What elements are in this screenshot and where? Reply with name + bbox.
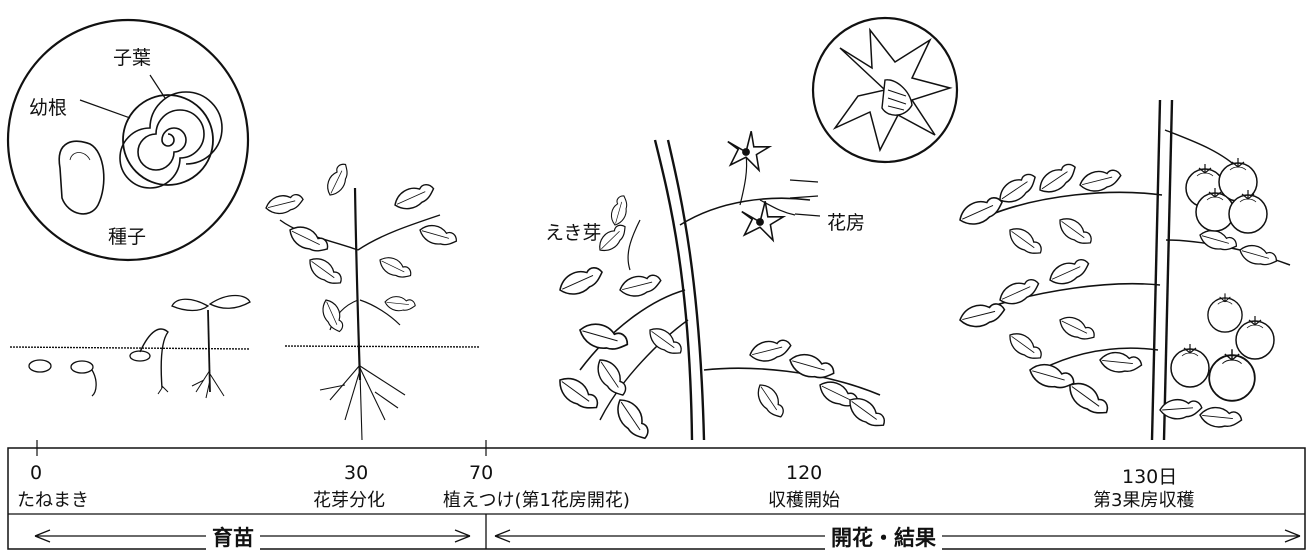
flowering-tomato-plant — [553, 130, 890, 446]
flower-cluster-label: 花房 — [827, 212, 866, 234]
tick-value-0: 0 — [30, 462, 43, 484]
phase-seedling-label: 育苗 — [206, 522, 260, 552]
tick-label-120: 収穫開始 — [768, 490, 840, 511]
tick-value-130: 130日 — [1122, 466, 1178, 488]
germination-stages — [28, 294, 251, 399]
tick-label-30: 花芽分化 — [313, 490, 385, 511]
tick-label-0: たねまき — [17, 490, 89, 511]
phase-flowering-label: 開花・結果 — [825, 522, 942, 552]
tick-label-130: 第3果房収穫 — [1093, 490, 1195, 511]
tick-value-70: 70 — [469, 462, 494, 484]
young-tomato-plant — [263, 160, 460, 441]
flower-inset-circle — [811, 16, 959, 164]
seed-label: 種子 — [108, 226, 147, 248]
seed-inset-circle — [6, 18, 250, 262]
cotyledon-label: 子葉 — [113, 47, 152, 69]
radicle-label: 幼根 — [29, 97, 68, 119]
axillary-bud-label: えき芽 — [545, 222, 602, 244]
soil-line — [9, 345, 481, 350]
tick-value-30: 30 — [344, 462, 369, 484]
tick-value-120: 120 — [786, 462, 823, 484]
fruiting-tomato-plant — [955, 99, 1291, 441]
tick-label-70: 植えつけ(第1花房開花) — [443, 490, 630, 511]
